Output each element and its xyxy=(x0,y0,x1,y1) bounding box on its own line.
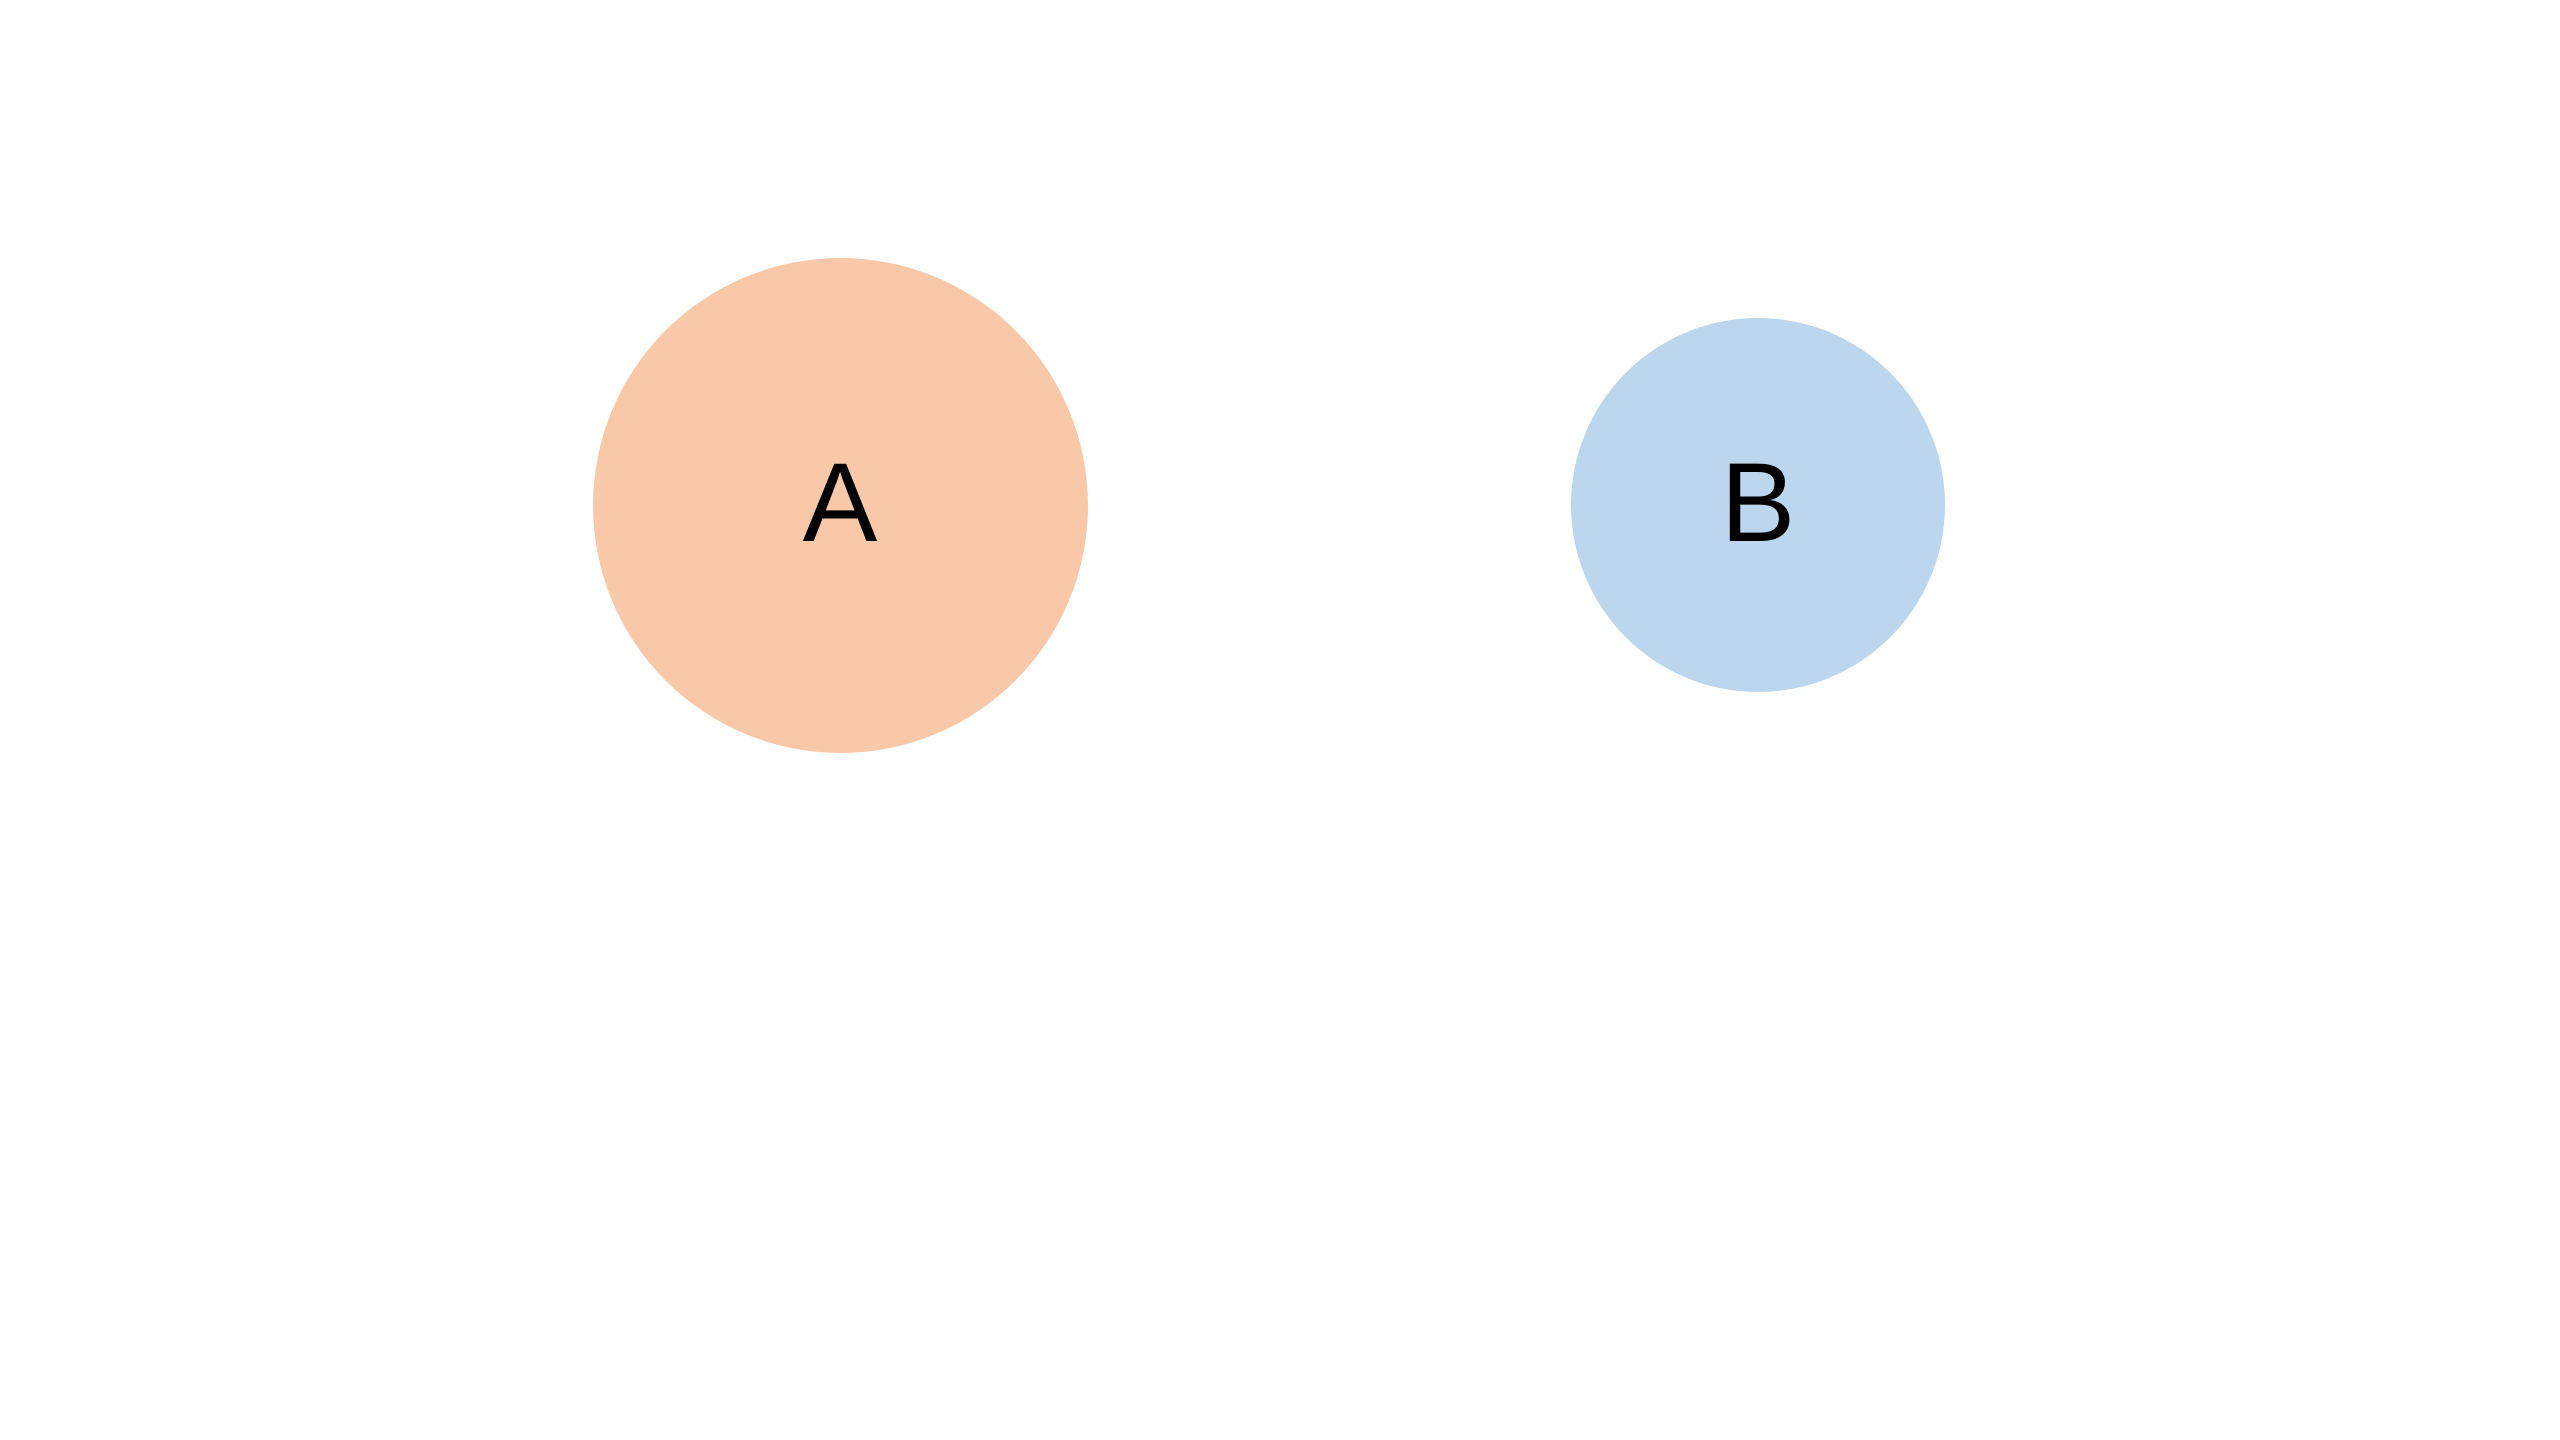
bubble-node-b[interactable]: B xyxy=(1571,318,1945,692)
bubble-node-a[interactable]: A xyxy=(592,257,1088,753)
bubble-node-b-label: B xyxy=(1720,440,1796,565)
bubble-node-a-label: A xyxy=(802,440,878,565)
